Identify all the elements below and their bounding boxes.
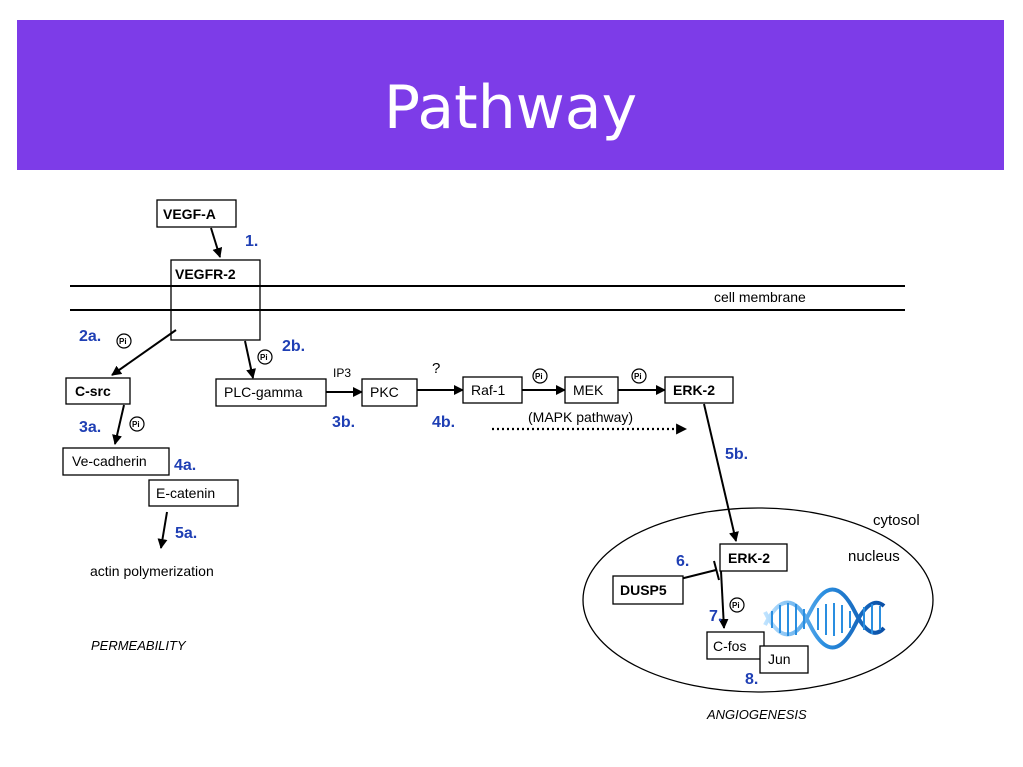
dusp5-box — [612, 575, 684, 605]
vegfr2-label: VEGFR-2 — [175, 266, 236, 282]
vecadherin-label: Ve-cadherin — [72, 453, 147, 469]
arrow-erk2-to-nucleus — [703, 403, 739, 542]
step-3b: 3b. — [332, 414, 355, 431]
slide-title: Pathway — [383, 73, 638, 143]
step-3a: 3a. — [79, 419, 101, 436]
jun-label: Jun — [768, 651, 791, 667]
step-1: 1. — [245, 233, 258, 250]
step-4b: 4b. — [432, 414, 455, 431]
vecadherin-box — [62, 447, 170, 476]
phosphate-label: Pi — [634, 372, 642, 381]
cfos-label: C-fos — [713, 638, 746, 654]
csrc-box — [65, 377, 131, 405]
mek-label: MEK — [573, 382, 604, 398]
inhibition-bar — [713, 560, 720, 581]
arrow-vegfr2-to-csrc — [111, 329, 177, 376]
vegfa-label: VEGF-A — [163, 206, 216, 222]
phosphate-icon: Pi — [129, 416, 145, 432]
step-8: 8. — [745, 671, 758, 688]
question-mark-label: ? — [432, 360, 440, 377]
phosphate-label: Pi — [732, 601, 740, 610]
step-4a: 4a. — [174, 457, 196, 474]
plcgamma-label: PLC-gamma — [224, 384, 303, 400]
cell-membrane-label: cell membrane — [714, 289, 806, 305]
step-5a: 5a. — [175, 525, 197, 542]
phosphate-icon: Pi — [729, 597, 745, 613]
vegfr2-receptor-box — [170, 259, 261, 341]
phosphate-icon: Pi — [116, 333, 132, 349]
arrow-erk2-to-cfos — [718, 570, 729, 629]
csrc-label: C-src — [75, 383, 111, 399]
phosphate-icon: Pi — [631, 368, 647, 384]
mek-box — [564, 376, 619, 404]
angiogenesis-label: ANGIOGENESIS — [706, 707, 807, 722]
arrow-vegfa-to-vegfr2 — [210, 227, 223, 258]
jun-box — [759, 645, 809, 674]
ecatenin-box — [148, 479, 239, 507]
dna-helix-icon — [763, 587, 886, 650]
plcgamma-box — [215, 378, 327, 407]
cfos-box — [706, 631, 765, 660]
erk2-nucleus-label: ERK-2 — [728, 550, 770, 566]
vegfa-box — [156, 199, 237, 228]
step-2b: 2b. — [282, 338, 305, 355]
mapk-pathway-label: (MAPK pathway) — [528, 409, 633, 425]
cytosol-label: cytosol — [873, 512, 920, 529]
erk2-cytosol-label: ERK-2 — [673, 382, 715, 398]
arrow-csrc-to-vecadherin — [112, 404, 125, 445]
phosphate-label: Pi — [535, 372, 543, 381]
pkc-label: PKC — [370, 384, 399, 400]
ip3-label: IP3 — [333, 366, 351, 380]
phosphate-label: Pi — [132, 420, 140, 429]
step-2a: 2a. — [79, 328, 101, 345]
phosphate-label: Pi — [260, 353, 268, 362]
nucleus-ellipse — [582, 507, 934, 693]
step-6: 6. — [676, 553, 689, 570]
dusp5-label: DUSP5 — [620, 582, 667, 598]
ecatenin-label: E-catenin — [156, 485, 215, 501]
nucleus-label: nucleus — [848, 548, 900, 565]
title-banner: Pathway — [17, 20, 1004, 170]
phosphate-label: Pi — [119, 337, 127, 346]
step-5b: 5b. — [725, 446, 748, 463]
step-7: 7. — [709, 608, 722, 625]
erk2-nucleus-box — [719, 543, 788, 572]
arrow-vegfr2-to-plcgamma — [244, 340, 256, 379]
raf1-label: Raf-1 — [471, 382, 505, 398]
actin-polymerization-label: actin polymerization — [90, 563, 214, 579]
phosphate-icon: Pi — [532, 368, 548, 384]
permeability-label: PERMEABILITY — [91, 638, 187, 653]
erk2-cytosol-box — [664, 376, 734, 404]
pkc-box — [361, 378, 418, 407]
phosphate-icon: Pi — [257, 349, 273, 365]
arrow-ecatenin-to-actin — [157, 511, 168, 549]
